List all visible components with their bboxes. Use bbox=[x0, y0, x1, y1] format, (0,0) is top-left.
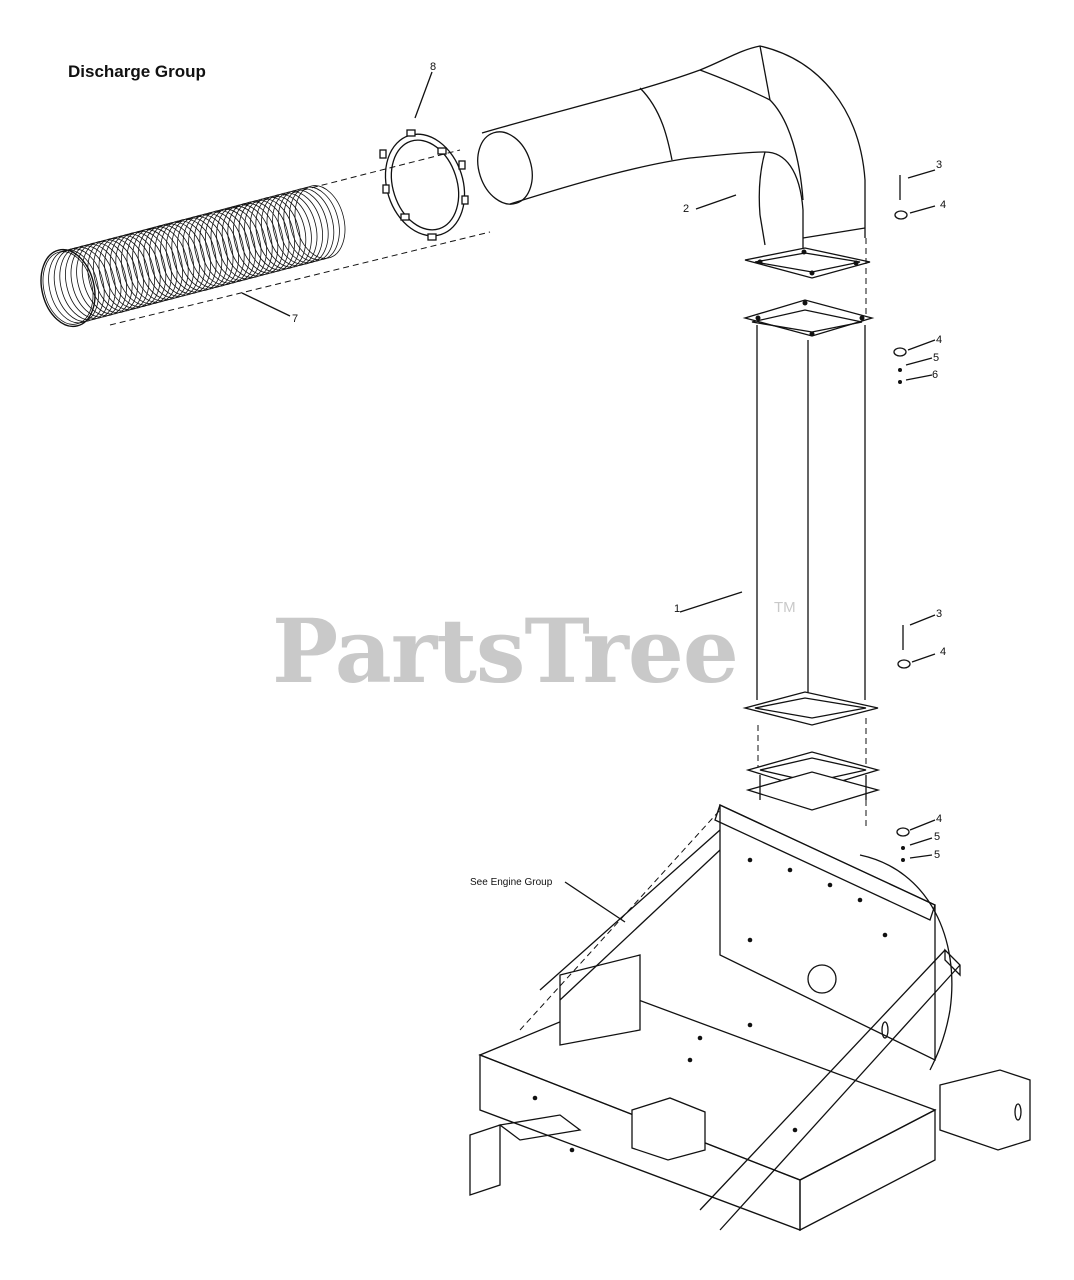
hose-coil bbox=[59, 246, 111, 321]
hose-coil bbox=[182, 214, 234, 289]
discharge-tube bbox=[742, 299, 879, 726]
discharge-elbow bbox=[477, 45, 871, 279]
hose-coil bbox=[115, 232, 167, 306]
callout-2: 2 bbox=[683, 203, 689, 215]
hose-coil bbox=[289, 186, 340, 261]
transition-adapter bbox=[745, 751, 881, 811]
hose-coil bbox=[171, 217, 223, 292]
hose-coil bbox=[188, 213, 239, 287]
hardware-lower bbox=[897, 614, 936, 669]
callout-5-bottom-b: 5 bbox=[934, 849, 940, 861]
hose-coil bbox=[277, 189, 329, 264]
hose-coil bbox=[272, 191, 323, 265]
hose-coil bbox=[132, 227, 183, 302]
hose-coil bbox=[266, 192, 318, 267]
hose-coil bbox=[283, 188, 335, 262]
callout-8: 8 bbox=[430, 61, 436, 73]
watermark: PartsTree TM bbox=[272, 599, 796, 703]
leader-lines bbox=[241, 71, 743, 923]
hose-coil bbox=[81, 240, 133, 315]
callout-5-mid: 5 bbox=[933, 352, 939, 364]
hose-coil bbox=[249, 196, 301, 271]
hose-coil bbox=[205, 208, 256, 283]
hose-coil bbox=[177, 216, 228, 290]
hose-coil bbox=[154, 221, 206, 296]
hose-coil bbox=[42, 251, 94, 325]
hose-coil bbox=[216, 205, 267, 280]
centerline-lower bbox=[109, 231, 491, 326]
hose-coil bbox=[149, 223, 200, 297]
hose-coil bbox=[137, 226, 189, 300]
see-engine-group-label: See Engine Group bbox=[470, 877, 553, 888]
hose-coil bbox=[160, 220, 211, 294]
hose-coil bbox=[255, 195, 307, 270]
callout-1: 1 bbox=[674, 603, 680, 615]
hose-coil bbox=[221, 204, 273, 278]
hose-coil bbox=[121, 230, 172, 305]
hose-coil bbox=[143, 224, 195, 299]
hose-coil bbox=[227, 202, 279, 277]
watermark-trademark: TM bbox=[774, 599, 796, 616]
callout-6-mid: 6 bbox=[932, 369, 938, 381]
hose-coil bbox=[109, 233, 161, 308]
hose-coil bbox=[165, 218, 217, 293]
hardware-mid bbox=[893, 339, 936, 384]
hose-coil bbox=[244, 198, 295, 272]
callout-4-mid: 4 bbox=[936, 334, 942, 346]
hose-coil bbox=[70, 243, 122, 318]
hose-coil bbox=[104, 235, 155, 309]
callout-3-lower: 3 bbox=[936, 608, 942, 620]
hose-coil bbox=[238, 199, 290, 274]
hose-end bbox=[40, 248, 96, 328]
diagram-title: Discharge Group bbox=[68, 62, 206, 81]
hose-coil bbox=[233, 201, 284, 275]
callout-3-upper: 3 bbox=[936, 159, 942, 171]
hose-coil bbox=[294, 185, 346, 259]
callout-4-bottom: 4 bbox=[936, 813, 942, 825]
hardware-bottom bbox=[896, 819, 936, 862]
watermark-text: PartsTree bbox=[272, 599, 738, 703]
centerline-upper bbox=[59, 149, 461, 253]
hose-coil bbox=[193, 211, 245, 286]
hose-coil bbox=[261, 194, 312, 268]
hose-coil bbox=[98, 236, 150, 311]
callout-4-lower: 4 bbox=[940, 646, 946, 658]
base-frame bbox=[469, 803, 1031, 1232]
hose-coil bbox=[210, 207, 262, 281]
clamp-ring bbox=[379, 129, 469, 241]
callout-7: 7 bbox=[292, 313, 298, 325]
flex-hose bbox=[40, 185, 346, 328]
hose-coil bbox=[199, 210, 251, 284]
callout-5-bottom-a: 5 bbox=[934, 831, 940, 843]
callout-4-upper: 4 bbox=[940, 199, 946, 211]
hose-coil bbox=[126, 229, 178, 303]
hardware-upper bbox=[894, 169, 936, 220]
callouts: 1 2 3 4 4 5 6 7 8 3 4 4 5 5 See Engine G… bbox=[292, 61, 946, 888]
